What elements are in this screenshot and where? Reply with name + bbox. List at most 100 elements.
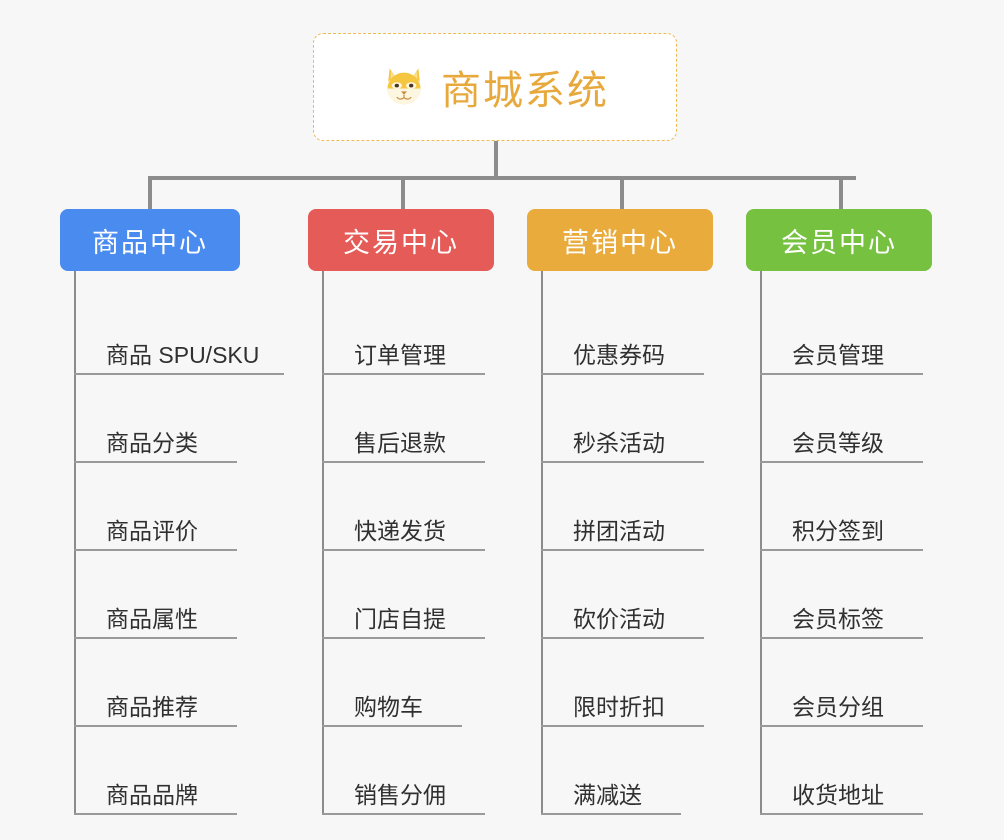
branch-column: 商品中心商品 SPU/SKU 商品分类商品评价商品属性商品推荐商品品牌 <box>60 209 284 815</box>
leaf-underline <box>74 813 237 815</box>
leaf-underline <box>74 725 237 727</box>
leaf-label: 会员等级 <box>792 430 884 456</box>
leaf-item[interactable]: 商品属性 <box>74 551 240 639</box>
leaf-item[interactable]: 销售分佣 <box>322 727 494 815</box>
leaf-label: 快递发货 <box>354 518 446 544</box>
leaf-underline <box>760 461 923 463</box>
leaf-label: 商品 SPU/SKU <box>106 342 260 368</box>
leaf-underline <box>74 637 237 639</box>
leaf-item[interactable]: 会员分组 <box>760 639 932 727</box>
leaf-label: 满减送 <box>573 782 642 808</box>
leaf-underline <box>322 461 485 463</box>
category-label: 交易中心 <box>343 227 459 258</box>
leaf-underline <box>760 813 923 815</box>
leaf-underline <box>541 725 704 727</box>
leaf-label: 订单管理 <box>354 342 446 368</box>
leaf-label: 会员分组 <box>792 694 884 720</box>
leaf-item[interactable]: 限时折扣 <box>541 639 713 727</box>
leaf-underline <box>541 813 681 815</box>
category-box[interactable]: 交易中心 <box>308 209 494 271</box>
leaf-item[interactable]: 会员管理 <box>760 287 932 375</box>
connector-drop-1 <box>148 176 152 209</box>
leaf-item[interactable]: 商品分类 <box>74 375 240 463</box>
connector-drop-4 <box>839 176 843 209</box>
leaf-label: 收货地址 <box>792 782 884 808</box>
leaf-item[interactable]: 商品 SPU/SKU <box>74 287 284 375</box>
branch-column: 会员中心会员管理会员等级积分签到会员标签会员分组收货地址 <box>746 209 932 815</box>
leaf-item[interactable]: 优惠券码 <box>541 287 713 375</box>
connector-drop-2 <box>401 176 405 209</box>
leaf-label: 售后退款 <box>354 430 446 456</box>
leaf-underline <box>541 373 704 375</box>
branch-spine <box>74 271 76 815</box>
leaf-label: 砍价活动 <box>573 606 665 632</box>
leaf-label: 商品品牌 <box>106 782 198 808</box>
leaf-item[interactable]: 满减送 <box>541 727 713 815</box>
leaf-label: 秒杀活动 <box>573 430 665 456</box>
branch-spine <box>322 271 324 815</box>
leaf-underline <box>322 813 485 815</box>
leaf-label: 优惠券码 <box>573 342 665 368</box>
leaf-list: 订单管理售后退款快递发货门店自提购物车销售分佣 <box>322 271 494 815</box>
leaf-label: 门店自提 <box>354 606 446 632</box>
leaf-label: 销售分佣 <box>354 782 446 808</box>
connector-drop-3 <box>620 176 624 209</box>
leaf-item[interactable]: 购物车 <box>322 639 494 727</box>
shiba-dog-face-icon <box>381 64 427 110</box>
leaf-underline <box>74 549 237 551</box>
category-box[interactable]: 营销中心 <box>527 209 713 271</box>
leaf-underline <box>322 725 462 727</box>
leaf-underline <box>322 373 485 375</box>
leaf-label: 拼团活动 <box>573 518 665 544</box>
leaf-underline <box>760 373 923 375</box>
leaf-underline <box>322 549 485 551</box>
branch-spine <box>541 271 543 815</box>
leaf-underline <box>74 373 284 375</box>
leaf-underline <box>760 725 923 727</box>
leaf-label: 会员标签 <box>792 606 884 632</box>
branch-column: 营销中心优惠券码秒杀活动拼团活动砍价活动限时折扣满减送 <box>527 209 713 815</box>
leaf-item[interactable]: 会员等级 <box>760 375 932 463</box>
branch-spine <box>760 271 762 815</box>
leaf-underline <box>541 461 704 463</box>
leaf-label: 商品属性 <box>106 606 198 632</box>
leaf-label: 购物车 <box>354 694 423 720</box>
leaf-underline <box>74 461 237 463</box>
leaf-item[interactable]: 商品推荐 <box>74 639 240 727</box>
category-label: 营销中心 <box>562 227 678 258</box>
leaf-underline <box>322 637 485 639</box>
leaf-item[interactable]: 快递发货 <box>322 463 494 551</box>
category-box[interactable]: 会员中心 <box>746 209 932 271</box>
leaf-item[interactable]: 拼团活动 <box>541 463 713 551</box>
category-label: 会员中心 <box>781 227 897 258</box>
leaf-label: 积分签到 <box>792 518 884 544</box>
leaf-item[interactable]: 积分签到 <box>760 463 932 551</box>
leaf-item[interactable]: 会员标签 <box>760 551 932 639</box>
leaf-item[interactable]: 门店自提 <box>322 551 494 639</box>
leaf-underline <box>760 637 923 639</box>
root-title: 商城系统 <box>441 69 609 113</box>
category-box[interactable]: 商品中心 <box>60 209 240 271</box>
connector-root-stem <box>494 141 498 178</box>
category-label: 商品中心 <box>92 227 208 258</box>
leaf-list: 商品 SPU/SKU 商品分类商品评价商品属性商品推荐商品品牌 <box>74 271 284 815</box>
leaf-item[interactable]: 收货地址 <box>760 727 932 815</box>
leaf-underline <box>541 637 704 639</box>
leaf-item[interactable]: 订单管理 <box>322 287 494 375</box>
leaf-item[interactable]: 售后退款 <box>322 375 494 463</box>
leaf-item[interactable]: 秒杀活动 <box>541 375 713 463</box>
leaf-item[interactable]: 砍价活动 <box>541 551 713 639</box>
leaf-list: 优惠券码秒杀活动拼团活动砍价活动限时折扣满减送 <box>541 271 713 815</box>
leaf-label: 商品推荐 <box>106 694 198 720</box>
leaf-label: 商品分类 <box>106 430 198 456</box>
leaf-label: 会员管理 <box>792 342 884 368</box>
leaf-underline <box>541 549 704 551</box>
leaf-underline <box>760 549 923 551</box>
leaf-label: 限时折扣 <box>573 694 665 720</box>
root-node[interactable]: 商城系统 <box>313 33 677 141</box>
leaf-list: 会员管理会员等级积分签到会员标签会员分组收货地址 <box>760 271 932 815</box>
leaf-item[interactable]: 商品评价 <box>74 463 240 551</box>
connector-horizontal-bus <box>150 176 856 180</box>
leaf-item[interactable]: 商品品牌 <box>74 727 240 815</box>
